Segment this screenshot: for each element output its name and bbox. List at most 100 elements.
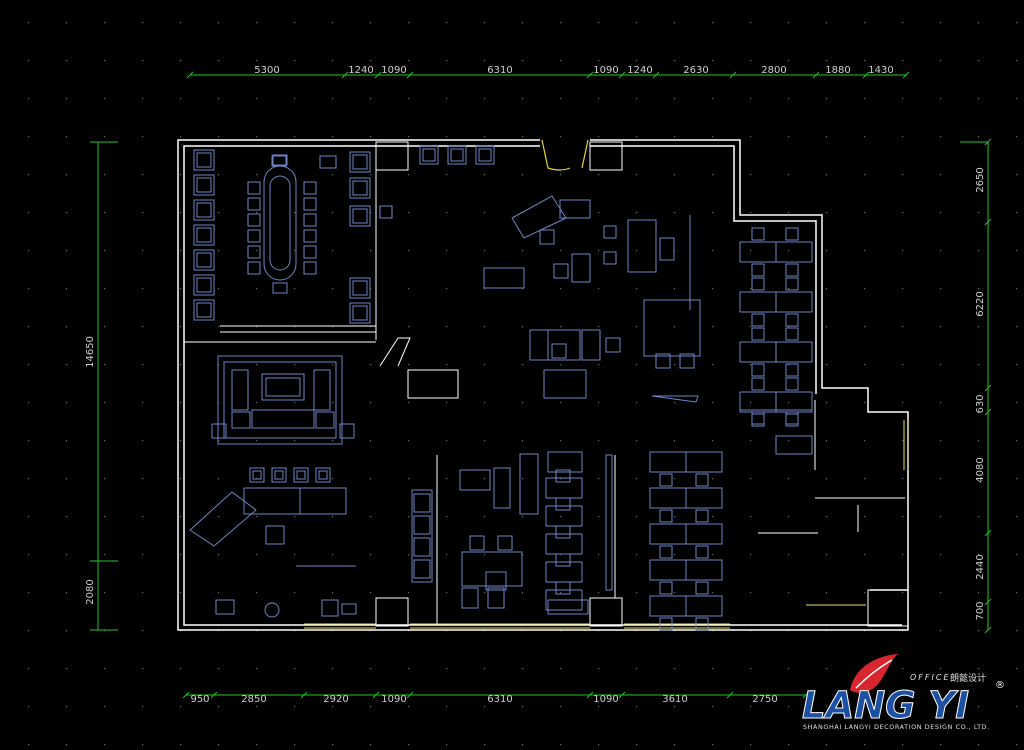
chair — [349, 302, 371, 324]
chair — [551, 343, 567, 359]
chair — [603, 225, 617, 239]
grid-dot — [28, 288, 30, 290]
grid-dot — [674, 212, 676, 214]
chair-seat — [196, 302, 212, 318]
grid-dot — [218, 364, 220, 366]
grid-dot — [446, 174, 448, 176]
grid-dot — [864, 364, 866, 366]
dimension-tick — [862, 71, 870, 79]
grid-dot — [294, 326, 296, 328]
grid-dot — [28, 174, 30, 176]
grid-dot — [142, 440, 144, 442]
grid-dot — [940, 250, 942, 252]
grid-dot — [142, 174, 144, 176]
grid-dot — [978, 136, 980, 138]
workstation — [545, 505, 583, 527]
grid-dot — [446, 98, 448, 100]
grid-dot — [750, 250, 752, 252]
grid-dot — [560, 22, 562, 24]
grid-dot — [712, 288, 714, 290]
grid-dot — [864, 744, 866, 746]
grid-dot — [484, 326, 486, 328]
dim-top-7: 2800 — [761, 65, 786, 76]
grid-dot — [598, 174, 600, 176]
dimension-tick — [586, 691, 594, 699]
grid-dot — [940, 706, 942, 708]
grid-dot — [294, 288, 296, 290]
chair-seat — [196, 252, 212, 268]
grid-dot — [902, 744, 904, 746]
workstation — [775, 391, 813, 413]
grid-dot — [636, 326, 638, 328]
chair-seat — [296, 470, 306, 480]
grid-dot — [788, 554, 790, 556]
chair — [659, 237, 675, 261]
workstation — [739, 241, 777, 263]
grid-dot — [142, 288, 144, 290]
grid-dot — [674, 744, 676, 746]
dim-bottom-2: 2920 — [323, 694, 348, 705]
grid-dot — [28, 440, 30, 442]
chair — [785, 263, 799, 277]
grid-dot — [294, 516, 296, 518]
grid-dot — [598, 516, 600, 518]
interior-walls — [184, 141, 909, 627]
grid-dot — [636, 516, 638, 518]
grid-dot — [370, 288, 372, 290]
chair — [193, 149, 215, 171]
grid-dot — [256, 326, 258, 328]
armchair-right — [313, 369, 331, 411]
furniture-layout — [189, 145, 813, 631]
workstation — [685, 487, 723, 509]
chair-outline — [293, 467, 309, 483]
grid-dot — [180, 592, 182, 594]
grid-dot — [598, 250, 600, 252]
grid-dot — [712, 592, 714, 594]
chair — [193, 274, 215, 296]
chair-seat — [478, 148, 492, 162]
grid-dot — [940, 440, 942, 442]
top-dimension-labels: 5300 1240 1090 6310 1090 1240 2630 2800 … — [254, 65, 893, 76]
grid-dot — [104, 516, 106, 518]
dimension-tick — [812, 71, 820, 79]
chair — [695, 509, 709, 523]
chair — [349, 151, 371, 173]
dim-top-0: 5300 — [254, 65, 279, 76]
chair-outline — [249, 467, 265, 483]
grid-dot — [218, 250, 220, 252]
grid-dot — [66, 630, 68, 632]
grid-dot — [1016, 440, 1018, 442]
grid-dot — [484, 60, 486, 62]
dimension-tick — [652, 71, 660, 79]
grid-dot — [978, 516, 980, 518]
grid-dot — [674, 250, 676, 252]
grid-dot — [408, 60, 410, 62]
grid-dot — [750, 402, 752, 404]
grid-dot — [446, 706, 448, 708]
desk — [627, 219, 657, 273]
grid-dot — [294, 60, 296, 62]
dim-bottom-6: 3610 — [662, 694, 687, 705]
printer — [215, 599, 235, 615]
grid-dot — [636, 212, 638, 214]
grid-dot — [218, 592, 220, 594]
chair — [695, 473, 709, 487]
grid-dot — [826, 288, 828, 290]
dim-bottom-5: 1090 — [593, 694, 618, 705]
chair — [785, 227, 799, 241]
dim-left-1: 2080 — [85, 579, 96, 604]
chair — [785, 327, 799, 341]
grid-dot — [294, 668, 296, 670]
grid-dot — [940, 402, 942, 404]
chair-seat — [196, 202, 212, 218]
chair — [271, 467, 287, 483]
side-table — [341, 603, 357, 615]
grid-dot — [712, 174, 714, 176]
workstation — [775, 341, 813, 363]
desk — [483, 267, 525, 289]
grid-dot — [522, 364, 524, 366]
grid-dot — [1016, 402, 1018, 404]
chair — [475, 145, 495, 165]
grid-dot — [142, 554, 144, 556]
